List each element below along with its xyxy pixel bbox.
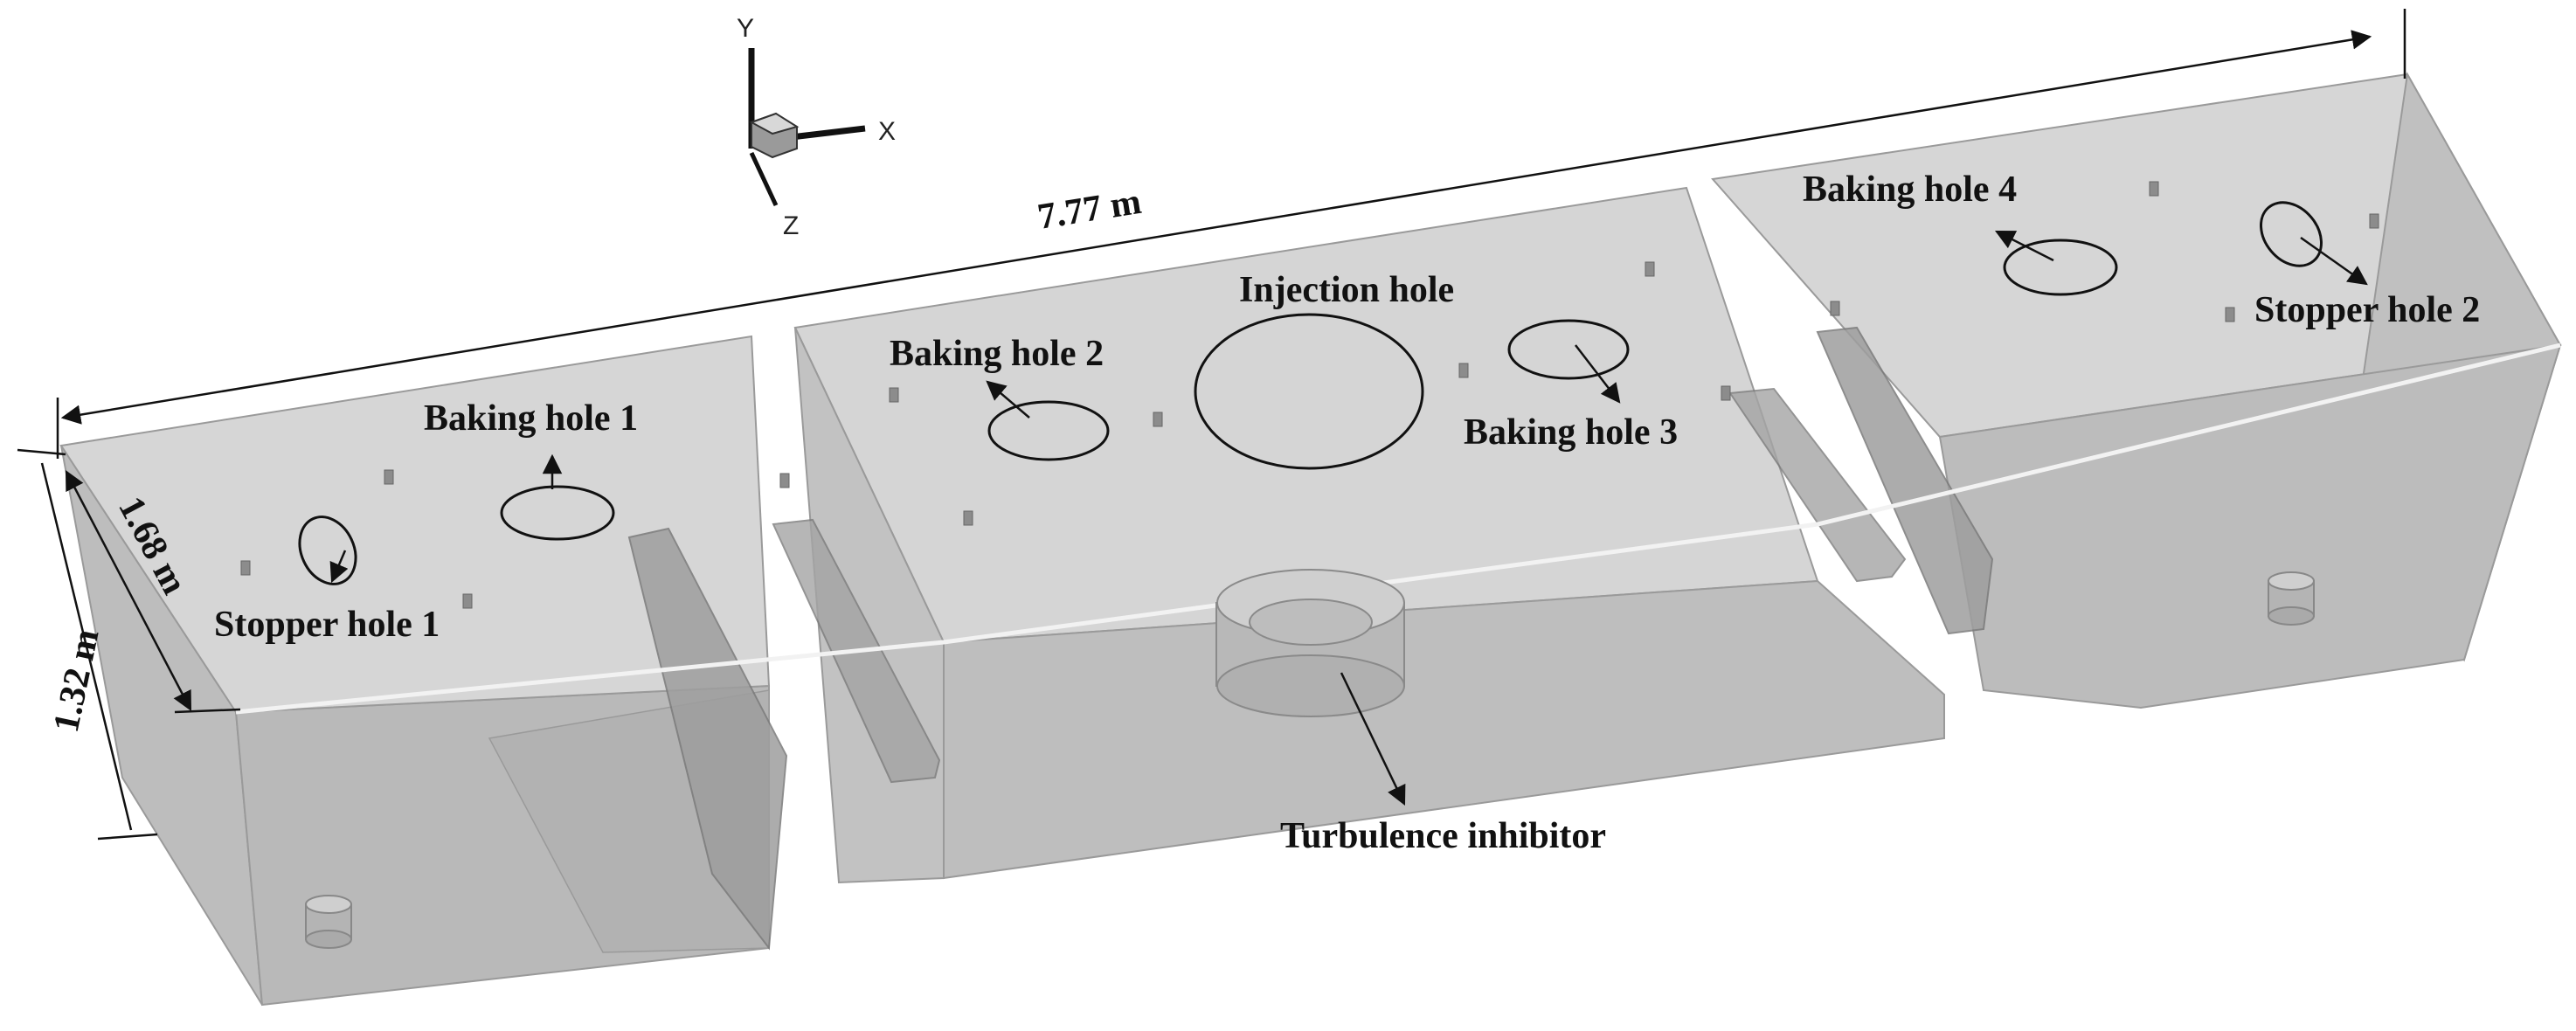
stopper-hole-2-label: Stopper hole 2 xyxy=(2254,290,2480,330)
baking-hole-3-label: Baking hole 3 xyxy=(1464,412,1678,453)
z-axis-label: Z xyxy=(783,211,799,240)
outlet-right xyxy=(2268,571,2315,626)
turbulence-inhibitor-label: Turbulence inhibitor xyxy=(1280,816,1606,856)
z-axis-line xyxy=(749,151,779,207)
left-dam xyxy=(627,527,788,951)
length-label: 7.77 m xyxy=(1035,182,1144,238)
stopper-hole-1-label: Stopper hole 1 xyxy=(214,605,440,645)
height-dimension-line xyxy=(40,462,133,831)
middle-section-side xyxy=(943,579,1945,880)
turbulence-inhibitor-shape xyxy=(1215,569,1405,717)
y-axis-label: Y xyxy=(737,14,754,43)
baking-hole-1-label: Baking hole 1 xyxy=(424,398,638,439)
right-section-front xyxy=(1938,343,2562,709)
height-label: 1.32 m xyxy=(46,626,107,736)
dimension-lines xyxy=(17,9,2406,841)
tundish-body xyxy=(59,71,2562,1007)
outlet-left xyxy=(305,895,352,949)
length-dimension-line xyxy=(60,30,2372,425)
coordinate-axes: Y X Z xyxy=(737,14,896,240)
baking-hole-4-label: Baking hole 4 xyxy=(1803,170,2017,210)
x-axis-label: X xyxy=(878,117,896,146)
baking-hole-2-label: Baking hole 2 xyxy=(890,334,1104,374)
width-dimension-line xyxy=(65,470,192,711)
injection-hole-label: Injection hole xyxy=(1239,270,1454,310)
baking-hole-1-outline xyxy=(500,485,615,541)
